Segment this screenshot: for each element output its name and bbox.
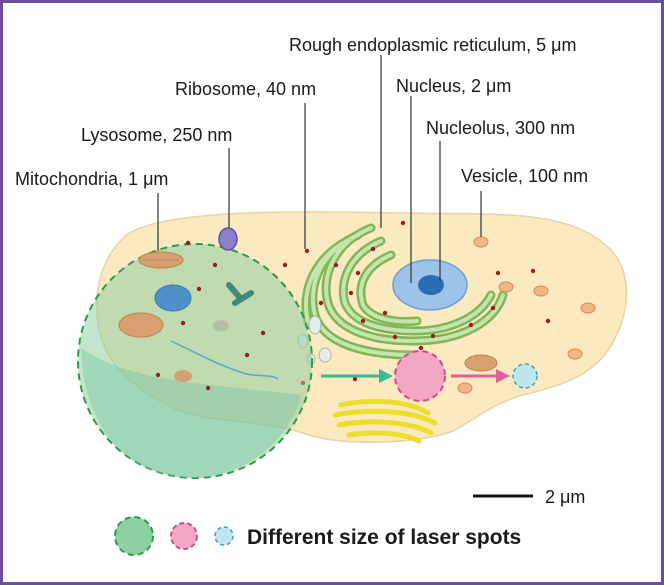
laser-spot-medium	[394, 350, 446, 402]
centriole	[226, 282, 254, 306]
cell-diagram	[77, 55, 628, 556]
arrow-medium-to-small	[451, 369, 510, 383]
legend-spot-small	[214, 526, 234, 546]
mitochondrion	[118, 312, 164, 338]
label-rough-er: Rough endoplasmic reticulum, 5 μm	[289, 35, 577, 55]
mitochondrion	[174, 370, 192, 382]
legend-spot-medium	[170, 522, 198, 550]
label-ribosome: Ribosome, 40 nm	[175, 79, 317, 99]
arrow-large-to-medium	[321, 369, 393, 383]
label-nucleolus: Nucleolus, 300 nm	[426, 118, 576, 138]
label-vesicle: Vesicle, 100 nm	[461, 166, 589, 186]
rough-er-inner	[304, 226, 505, 357]
vesicle	[213, 320, 229, 332]
scale-bar-label: 2 μm	[545, 487, 586, 507]
ribosome-dots	[155, 240, 266, 391]
small-nucleus	[154, 284, 192, 312]
legend-spot-large	[114, 516, 154, 556]
leader-lines	[157, 55, 482, 283]
golgi-apparatus	[332, 398, 438, 444]
laser-spot-small	[512, 363, 538, 389]
legend-text: Different size of laser spots	[247, 526, 522, 549]
mitochondrion	[464, 354, 498, 372]
cytoskeleton-fiber	[170, 340, 279, 380]
ribosome-dots	[282, 220, 551, 386]
lysosome	[218, 227, 238, 251]
nucleolus	[418, 275, 444, 295]
laser-spot-large	[77, 243, 313, 479]
label-lysosome: Lysosome, 250 nm	[81, 125, 233, 145]
label-mitochondria: Mitochondria, 1 μm	[15, 169, 169, 189]
laser-spot-large-lower	[81, 348, 301, 478]
vesicles	[457, 236, 596, 394]
label-nucleus: Nucleus, 2 μm	[396, 76, 512, 96]
